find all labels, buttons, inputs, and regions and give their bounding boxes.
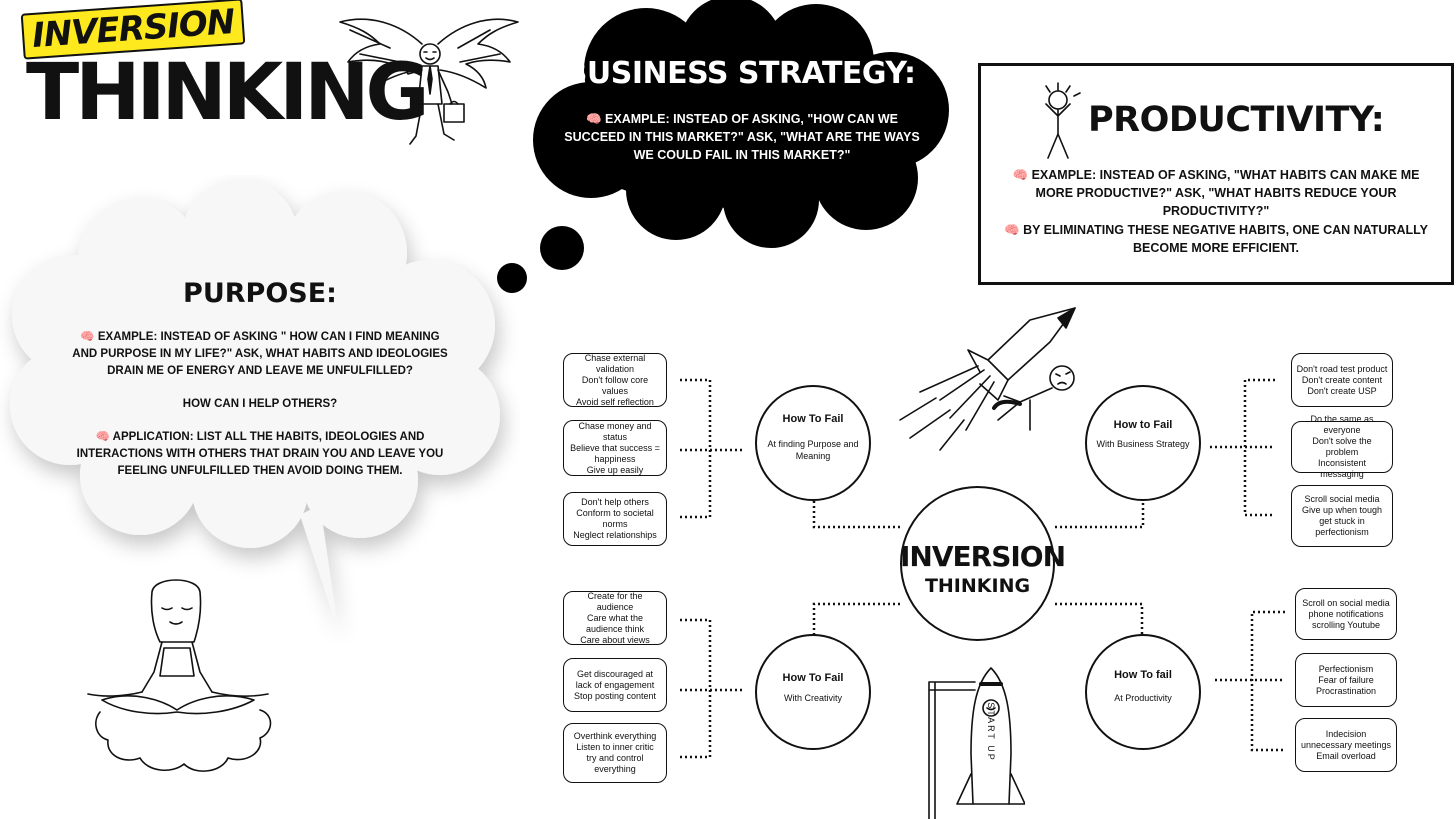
node-subtitle: At Productivity bbox=[1114, 693, 1172, 703]
node-purpose: How To Fail At finding Purpose and Meani… bbox=[755, 385, 871, 501]
node-productivity: How To fail At Productivity bbox=[1085, 634, 1201, 750]
productivity-panel bbox=[978, 63, 1454, 285]
productivity-title: PRODUCTIVITY: bbox=[1088, 100, 1385, 140]
list-item: Don't road test product Don't create con… bbox=[1291, 353, 1393, 407]
list-item: Create for the audience Care what the au… bbox=[563, 591, 667, 645]
productivity-example: 🧠 EXAMPLE: INSTEAD OF ASKING, "WHAT HABI… bbox=[1012, 168, 1420, 218]
business-strategy-example: 🧠 EXAMPLE: INSTEAD OF ASKING, "HOW CAN W… bbox=[564, 112, 920, 162]
list-item: Scroll social media Give up when tough g… bbox=[1291, 485, 1393, 547]
node-heading: How To Fail bbox=[782, 413, 844, 425]
list-item: Overthink everything Listen to inner cri… bbox=[563, 723, 667, 783]
purpose-application: 🧠 APPLICATION: LIST ALL THE HABITS, IDEO… bbox=[76, 431, 444, 477]
purpose-example: 🧠 EXAMPLE: INSTEAD OF ASKING " HOW CAN I… bbox=[72, 331, 448, 377]
node-subtitle: At finding Purpose and Meaning bbox=[767, 439, 859, 461]
purpose-title: PURPOSE: bbox=[183, 278, 337, 309]
node-heading: How To fail bbox=[1114, 669, 1172, 681]
list-item: Do the same as everyone Don't solve the … bbox=[1291, 414, 1393, 479]
purpose-speech-cloud bbox=[10, 179, 500, 630]
list-item: Get discouraged at lack of engagement St… bbox=[563, 658, 667, 712]
center-node-line2: THINKING bbox=[924, 575, 1031, 597]
list-item: Perfectionism Fear of failure Procrastin… bbox=[1295, 653, 1397, 707]
startup-rocket-illustration: START UP bbox=[928, 667, 1025, 819]
center-node-line1: INVERSION bbox=[900, 540, 1066, 573]
node-heading: How To Fail bbox=[782, 672, 844, 684]
node-subtitle: With Creativity bbox=[783, 693, 842, 703]
center-node bbox=[900, 486, 1055, 641]
node-subtitle: With Business Strategy bbox=[1096, 439, 1190, 449]
list-item: Chase external validation Don't follow c… bbox=[563, 353, 667, 407]
list-item: Indecision unnecessary meetings Email ov… bbox=[1295, 718, 1397, 772]
meditating-woman-illustration bbox=[87, 579, 272, 772]
node-creativity: How To Fail With Creativity bbox=[755, 634, 871, 750]
list-item: Scroll on social media phone notificatio… bbox=[1295, 588, 1397, 640]
angel-businessman-illustration bbox=[339, 18, 519, 145]
page-title: THINKING bbox=[26, 48, 430, 138]
rocket-label: START UP bbox=[986, 702, 996, 762]
purpose-help-question: HOW CAN I HELP OTHERS? bbox=[182, 398, 338, 410]
stressed-stickman-illustration bbox=[1045, 82, 1081, 159]
productivity-note: 🧠 BY ELIMINATING THESE NEGATIVE HABITS, … bbox=[1004, 223, 1428, 255]
flying-rocket-illustration bbox=[899, 307, 1076, 451]
node-business-strategy: How to Fail With Business Strategy bbox=[1085, 385, 1201, 501]
node-heading: How to Fail bbox=[1113, 419, 1173, 431]
list-item: Chase money and status Believe that succ… bbox=[563, 420, 667, 476]
business-strategy-cloud bbox=[497, 0, 949, 293]
list-item: Don't help others Conform to societal no… bbox=[563, 492, 667, 546]
business-strategy-title: BUSINESS STRATEGY: bbox=[564, 56, 917, 91]
